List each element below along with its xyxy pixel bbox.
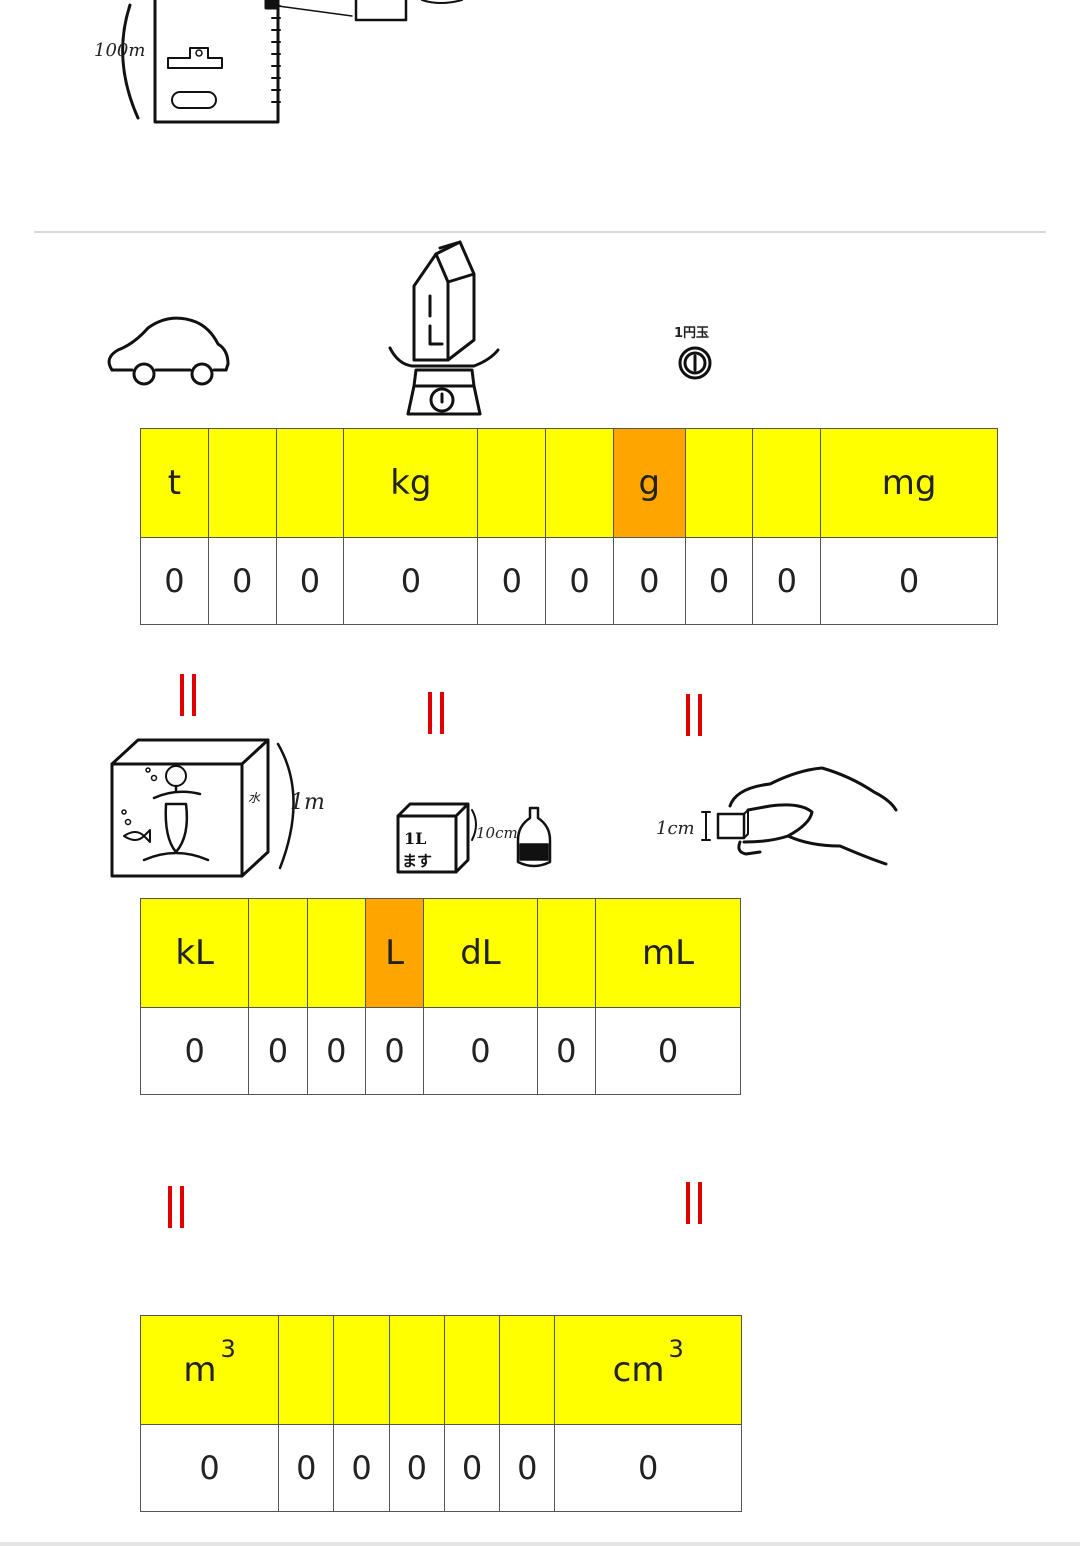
volume-header-cell: kL bbox=[139, 898, 250, 1008]
cube-size-label: 1m bbox=[290, 790, 325, 815]
volume-value-cell: 0 bbox=[306, 1007, 366, 1095]
mass-value-cell: 0 bbox=[207, 537, 277, 625]
cubic-value-cell: 0 bbox=[139, 1424, 280, 1512]
volume-header-cell bbox=[248, 898, 308, 1008]
cubic-value-row: 0 0 0 0 0 0 0 bbox=[139, 1424, 742, 1512]
mass-value-cell: 0 bbox=[343, 537, 479, 625]
mass-value-cell: 0 bbox=[477, 537, 547, 625]
volume-unit-table: kL L dL mL 0 0 0 0 0 0 0 bbox=[139, 898, 741, 1095]
unit-superscript: 3 bbox=[668, 1335, 684, 1363]
mass-header-cell-highlight: g bbox=[612, 428, 686, 538]
cubic-value-cell: 0 bbox=[333, 1424, 390, 1512]
cubic-value-cell: 0 bbox=[554, 1424, 742, 1512]
equals-icon bbox=[424, 692, 450, 734]
bottom-edge bbox=[0, 1542, 1080, 1546]
mass-value-cell: 0 bbox=[140, 537, 209, 625]
volume-value-cell: 0 bbox=[248, 1007, 308, 1095]
cubic-header-cell bbox=[278, 1315, 335, 1425]
mass-value-cell: 0 bbox=[545, 537, 614, 625]
volume-header-cell-highlight: L bbox=[364, 898, 425, 1008]
volume-value-row: 0 0 0 0 0 0 0 bbox=[139, 1007, 741, 1095]
one-yen-coin-icon bbox=[678, 346, 712, 380]
mass-header-cell: t bbox=[140, 428, 209, 538]
cubic-header-cell bbox=[443, 1315, 501, 1425]
volume-value-cell: 0 bbox=[536, 1007, 597, 1095]
mass-value-row: 0 0 0 0 0 0 0 0 0 0 bbox=[140, 537, 998, 625]
water-cube-icon: 水 bbox=[110, 738, 295, 878]
mass-header-cell bbox=[752, 428, 822, 538]
equals-icon bbox=[682, 694, 708, 736]
svg-text:1L: 1L bbox=[404, 829, 426, 848]
mass-unit-table: t kg g mg 0 0 0 0 0 0 0 0 0 0 bbox=[140, 428, 998, 625]
masu-size-label: 10cm bbox=[476, 824, 518, 842]
volume-header-cell: dL bbox=[423, 898, 538, 1008]
cubic-value-cell: 0 bbox=[278, 1424, 335, 1512]
volume-value-cell: 0 bbox=[595, 1007, 741, 1095]
cubic-header-cell bbox=[333, 1315, 390, 1425]
equals-icon bbox=[176, 674, 202, 716]
volume-value-cell: 0 bbox=[139, 1007, 250, 1095]
building-sketch-icon bbox=[121, 0, 463, 124]
cubic-header-row: m3 cm3 bbox=[139, 1315, 742, 1425]
unit-label: cm bbox=[612, 1350, 665, 1390]
cubic-value-cell: 0 bbox=[388, 1424, 445, 1512]
cubic-value-cell: 0 bbox=[499, 1424, 556, 1512]
svg-text:水: 水 bbox=[248, 791, 261, 805]
coin-label: 1円玉 bbox=[674, 326, 710, 341]
mass-header-cell bbox=[545, 428, 614, 538]
hand-holding-cube-icon bbox=[701, 766, 898, 866]
milk-carton-on-scale-icon bbox=[388, 240, 500, 416]
mass-header-cell: mg bbox=[820, 428, 998, 538]
mass-header-cell bbox=[207, 428, 277, 538]
mass-value-cell: 0 bbox=[752, 537, 822, 625]
section-divider bbox=[34, 231, 1046, 233]
cubic-value-cell: 0 bbox=[443, 1424, 501, 1512]
mass-header-cell bbox=[477, 428, 547, 538]
height-label: 100m bbox=[94, 40, 146, 61]
unit-label: m bbox=[183, 1350, 217, 1390]
cubic-header-cell bbox=[388, 1315, 445, 1425]
volume-header-cell bbox=[306, 898, 366, 1008]
cubic-header-cell-m3: m3 bbox=[139, 1315, 280, 1425]
volume-header-cell: mL bbox=[595, 898, 741, 1008]
mass-header-cell bbox=[275, 428, 345, 538]
mass-header-row: t kg g mg bbox=[140, 428, 998, 538]
svg-text:ます: ます bbox=[402, 852, 432, 870]
mass-value-cell: 0 bbox=[612, 537, 686, 625]
equals-icon bbox=[682, 1182, 708, 1224]
equals-icon bbox=[164, 1186, 190, 1228]
mass-value-cell: 0 bbox=[820, 537, 998, 625]
unit-superscript: 3 bbox=[220, 1335, 236, 1363]
volume-header-row: kL L dL mL bbox=[139, 898, 741, 1008]
volume-header-cell bbox=[536, 898, 597, 1008]
car-icon bbox=[107, 316, 230, 386]
liter-masu-box-icon: 1L ます bbox=[396, 802, 552, 874]
mass-header-cell: kg bbox=[343, 428, 479, 538]
mass-value-cell: 0 bbox=[275, 537, 345, 625]
volume-value-cell: 0 bbox=[364, 1007, 425, 1095]
cubic-header-cell-cm3: cm3 bbox=[554, 1315, 742, 1425]
mass-value-cell: 0 bbox=[684, 537, 754, 625]
mass-header-cell bbox=[684, 428, 754, 538]
cubic-header-cell bbox=[499, 1315, 556, 1425]
cubic-unit-table: m3 cm3 0 0 0 0 0 0 0 bbox=[139, 1315, 742, 1512]
volume-value-cell: 0 bbox=[423, 1007, 538, 1095]
cube-cm-label: 1cm bbox=[656, 818, 695, 839]
